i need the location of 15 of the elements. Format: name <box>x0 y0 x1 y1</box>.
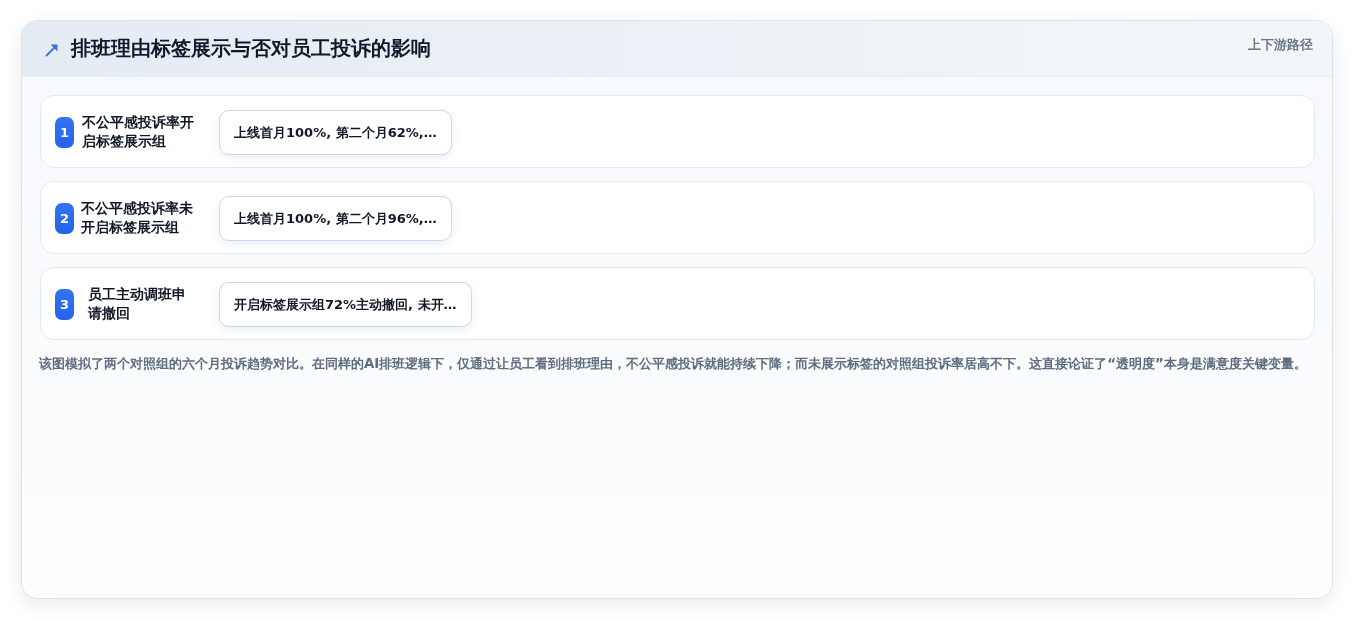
row-label: 员工主动调班申请撤回 <box>88 284 187 323</box>
value-card: 开启标签展示组72%主动撤回, 未开… <box>219 282 472 327</box>
row-label: 不公平感投诉率未开启标签展示组 <box>81 198 194 237</box>
caption-text: 该图模拟了两个对照组的六个月投诉趋势对比。在同样的AI排班逻辑下，仅通过让员工看到排班理由，不公平感投诉就能持续下降；而未展示标签的对照组投诉率居高不下。这直接论证了“透明度”本身是满意度关键变量。 <box>39 355 1308 373</box>
header-note: 上下游路径 <box>1248 36 1313 54</box>
list-row <box>40 95 1315 168</box>
list-row <box>40 267 1315 340</box>
step-number: 3 <box>55 289 74 320</box>
value-card: 上线首月100%, 第二个月62%,… <box>219 110 452 155</box>
value-card: 上线首月100%, 第二个月96%,… <box>219 196 452 241</box>
list-row <box>40 181 1315 254</box>
step-number: 2 <box>55 203 74 234</box>
diagram-title: 排班理由标签展示与否对员工投诉的影响 <box>71 35 431 61</box>
step-number: 1 <box>55 117 74 148</box>
row-label: 不公平感投诉率开启标签展示组 <box>82 112 195 151</box>
